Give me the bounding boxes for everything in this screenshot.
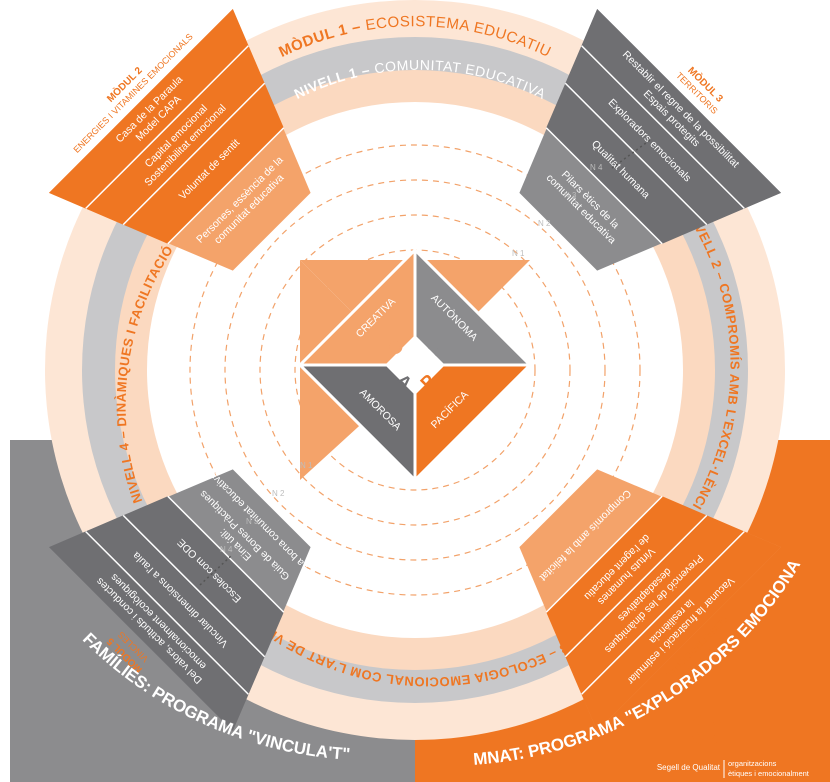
capa-quadrants xyxy=(297,247,533,483)
module-3: MÒDUL 3 TERRITORIS Restablir el regne de… xyxy=(519,8,782,271)
module-4: MÒDUL 4 CLIMA EMOCIONAL Vacunar la frust… xyxy=(519,469,782,732)
level-circle-2 xyxy=(259,214,571,526)
marker-n3: N 3 xyxy=(564,191,577,200)
level-markers: N 1 N 2 N 3 N 4 N 1 N 2 N 3 N 4 xyxy=(220,163,603,554)
connector-m5 xyxy=(199,554,233,586)
marker-n2-b: N 2 xyxy=(272,489,285,498)
logo-line1: organitzacions xyxy=(728,759,777,768)
marker-n1: N 1 xyxy=(512,249,525,258)
marker-n2: N 2 xyxy=(538,219,551,228)
level-circle-4 xyxy=(189,144,641,596)
level-circle-3 xyxy=(224,179,606,561)
module-2: MÒDUL 2 ENERGIES I VITAMINES EMOCIONALS … xyxy=(48,8,311,271)
logo-mark: OEE xyxy=(690,706,783,755)
marker-n4-b: N 4 xyxy=(220,545,233,554)
marker-n3-b: N 3 xyxy=(246,517,259,526)
oee-logo: OEE Segell de Qualitat organitzacions èt… xyxy=(657,706,810,778)
capa-center xyxy=(385,335,445,395)
marker-n4: N 4 xyxy=(590,163,603,172)
marker-n1-b: N 1 xyxy=(300,461,313,470)
logo-line2: ètiques i emocionalment xyxy=(728,769,810,778)
logo-seal: Segell de Qualitat xyxy=(657,763,721,772)
